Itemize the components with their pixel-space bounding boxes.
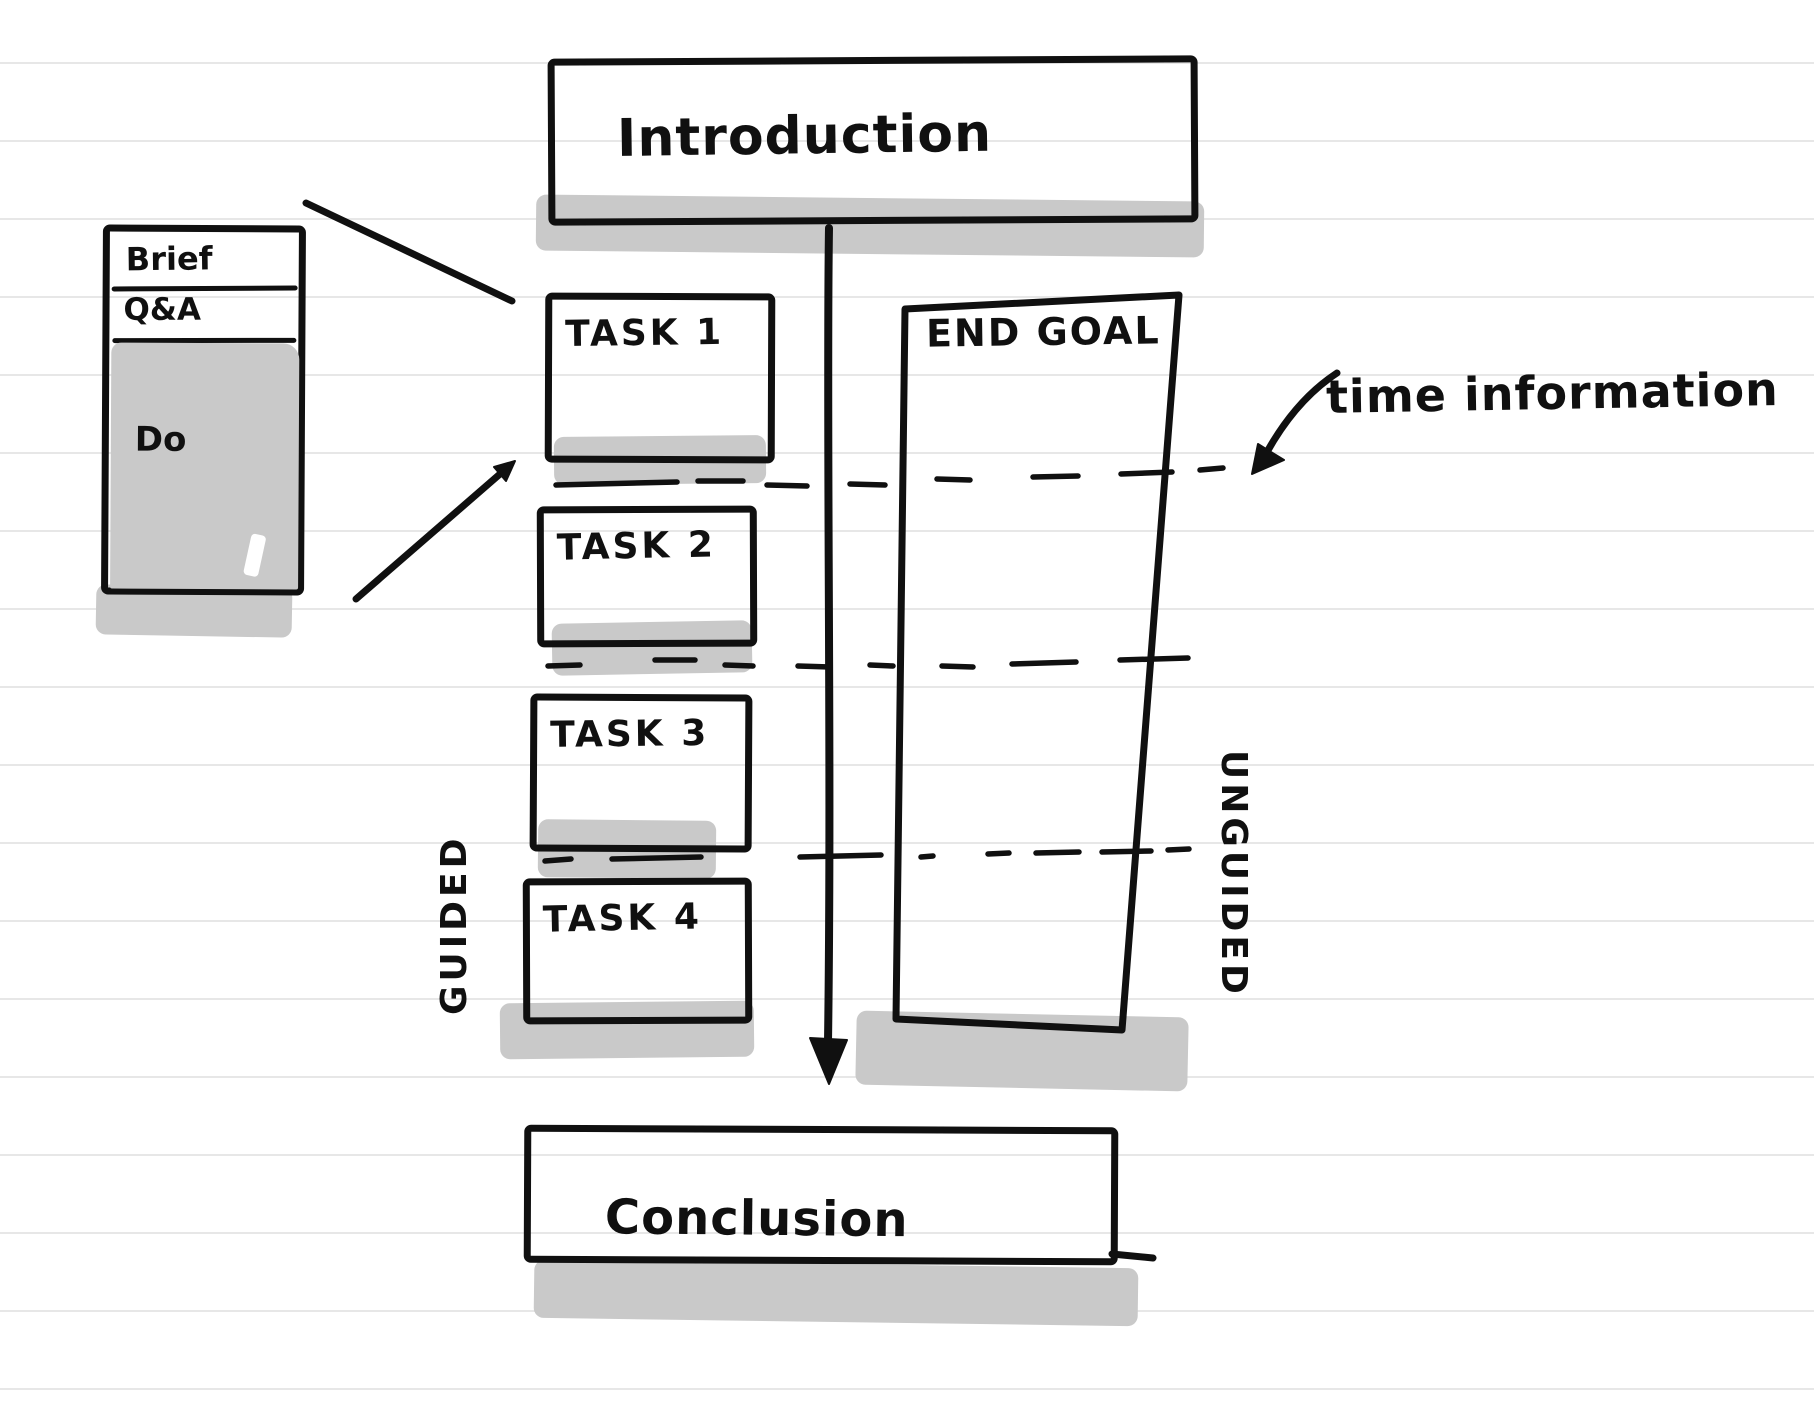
connector-line-top xyxy=(302,199,516,305)
time-divider-line-3 xyxy=(542,846,1192,864)
flow-arrowhead xyxy=(809,1037,848,1085)
end-goal-outline xyxy=(892,291,1183,1034)
task3-box: TASK 3 xyxy=(529,693,753,853)
conclusion-label: Conclusion xyxy=(604,1189,909,1249)
conclusion-box: Conclusion xyxy=(523,1124,1119,1266)
mini-panel-box: Brief Q&A Do xyxy=(101,224,306,596)
annotation-arrow-line xyxy=(1263,369,1341,456)
guided-side-label: GUIDED xyxy=(434,834,475,1015)
ruled-paper-background xyxy=(0,62,1814,1408)
task4-box: TASK 4 xyxy=(522,877,753,1025)
mini-panel-row-do: Do xyxy=(134,419,187,460)
end-goal-label: END GOAL xyxy=(925,308,1161,356)
conclusion-border-tick xyxy=(1108,1250,1157,1262)
task3-label: TASK 3 xyxy=(549,712,710,756)
task4-label: TASK 4 xyxy=(542,896,703,941)
mini-panel-row-qa: Q&A xyxy=(123,291,201,328)
annotation-arrowhead xyxy=(1251,443,1285,475)
introduction-box: Introduction xyxy=(547,55,1199,226)
time-information-annotation: time information xyxy=(1325,362,1780,424)
mini-panel-gray-fill xyxy=(110,342,300,590)
unguided-side-label: UNGUIDED xyxy=(1213,750,1254,998)
task1-box: TASK 1 xyxy=(544,292,776,464)
task2-label: TASK 2 xyxy=(556,524,717,569)
mini-panel-separator-1 xyxy=(111,285,298,292)
time-divider-line-2 xyxy=(545,655,1191,670)
connector-line-bottom xyxy=(352,470,504,603)
time-divider-line-1 xyxy=(553,465,1226,489)
task2-box: TASK 2 xyxy=(536,505,758,648)
connector-bottom-arrowhead xyxy=(493,460,516,482)
task1-label: TASK 1 xyxy=(564,311,725,356)
introduction-label: Introduction xyxy=(616,103,993,169)
flow-arrow-line xyxy=(824,224,834,1046)
mini-panel-row-brief: Brief xyxy=(125,239,213,279)
